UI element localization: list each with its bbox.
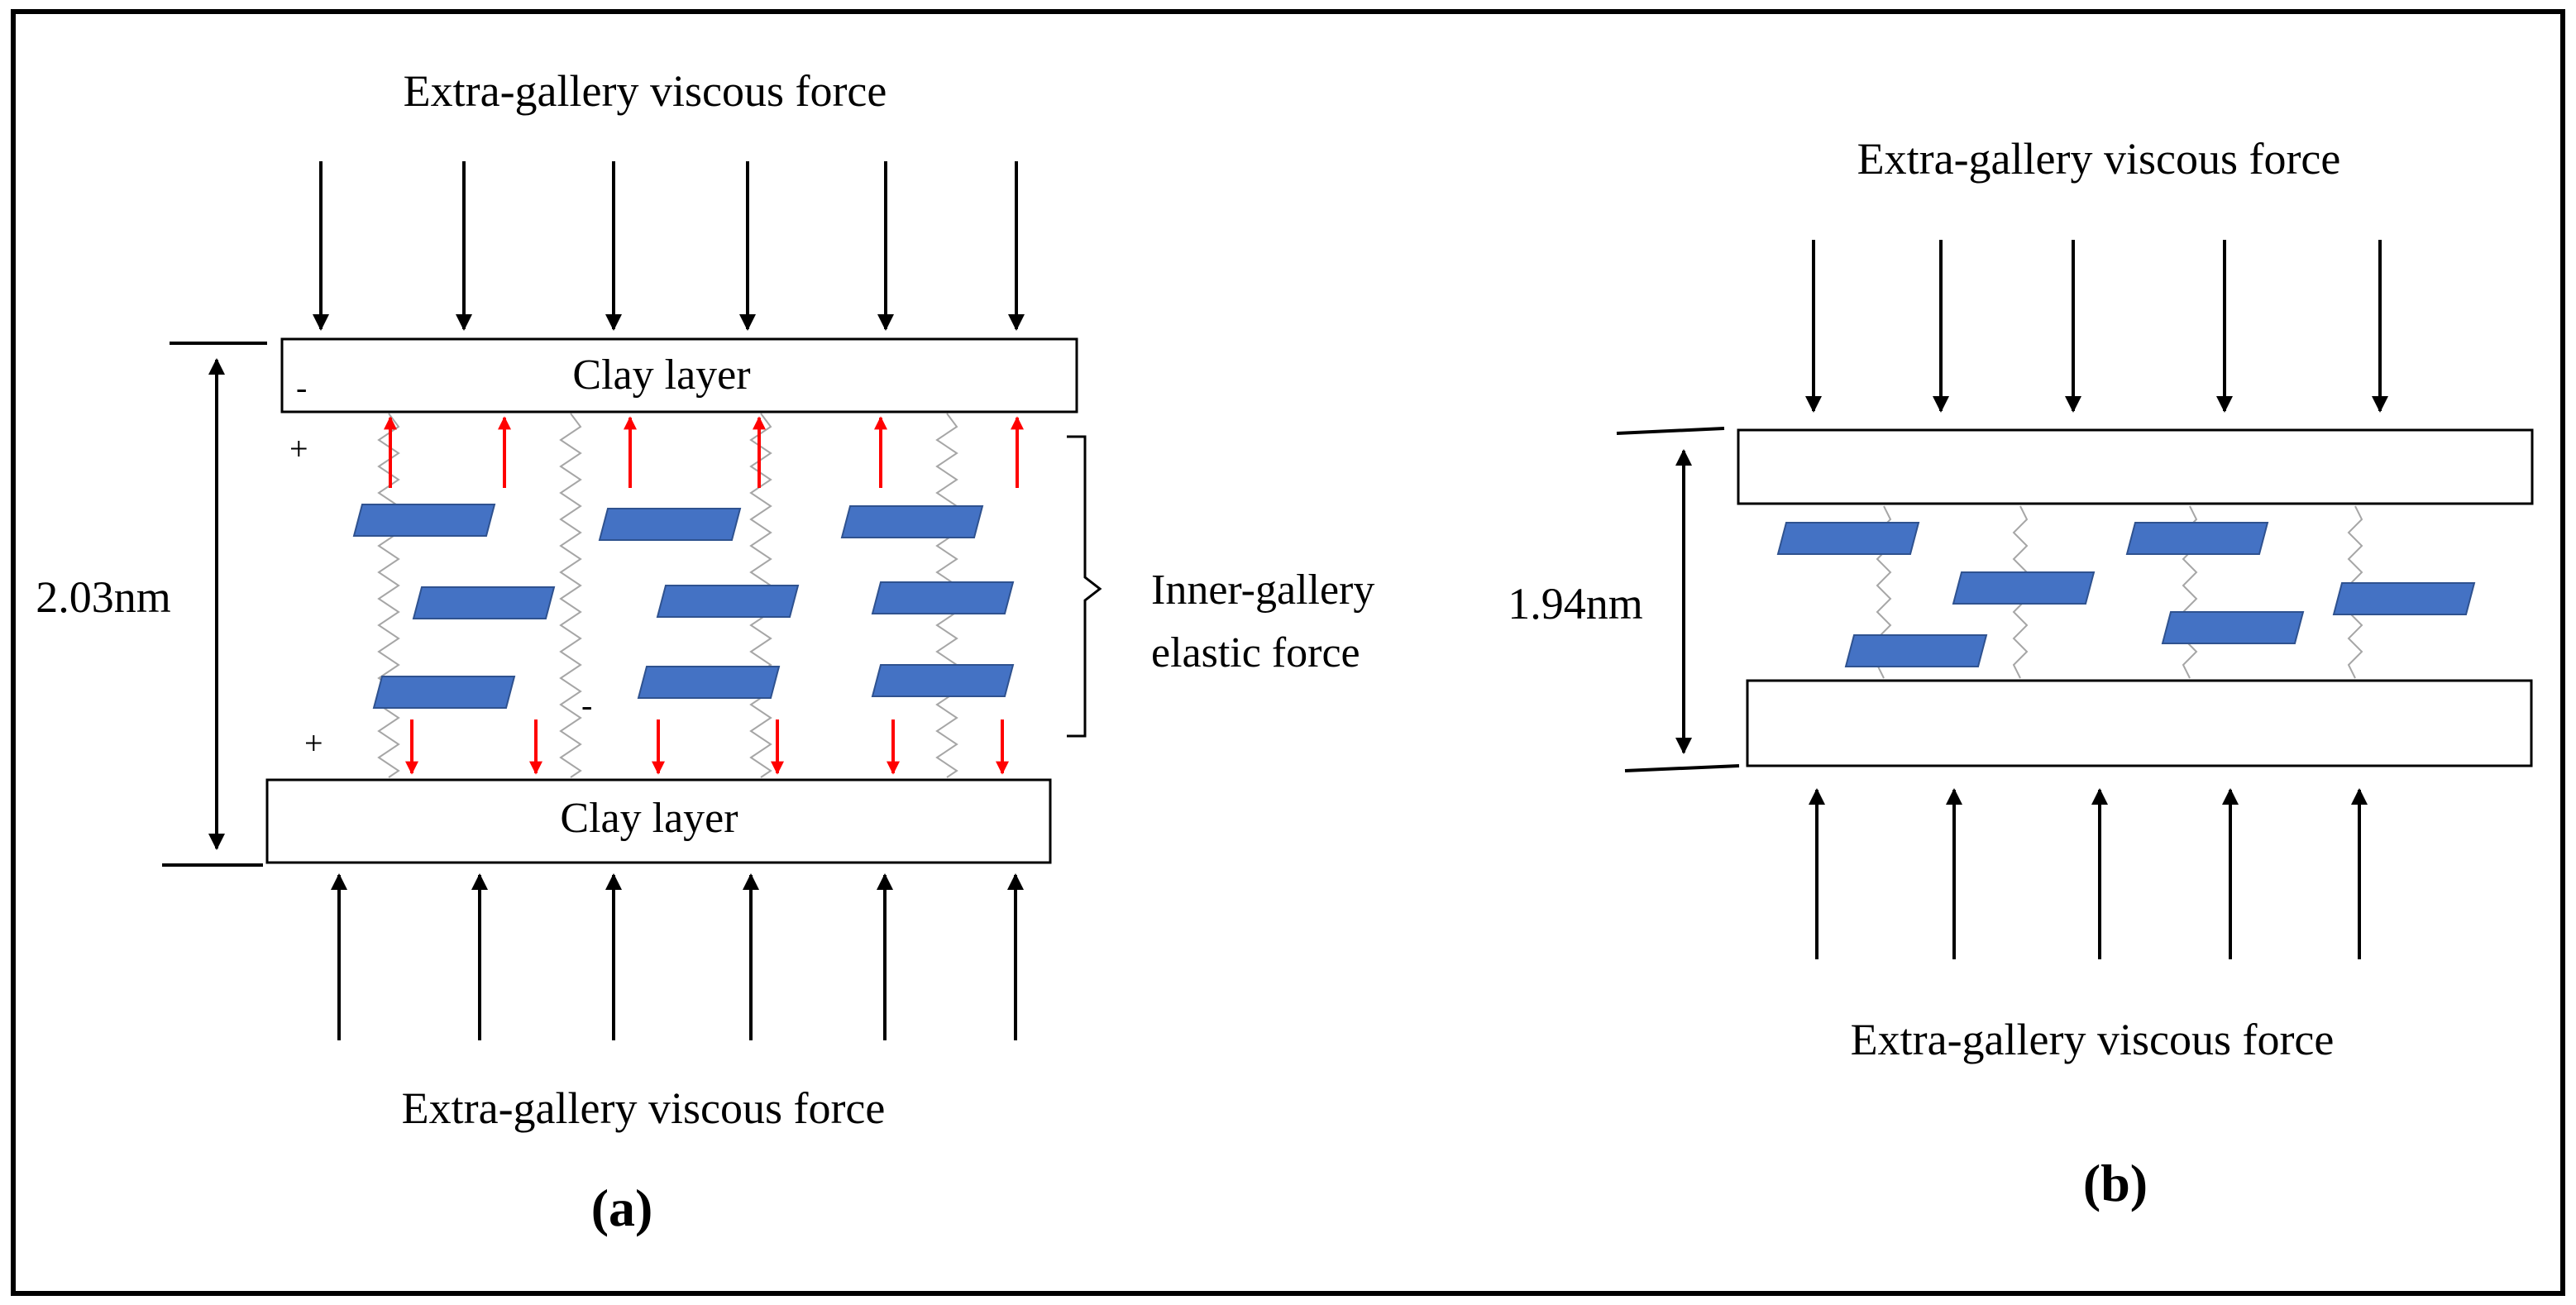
panel-a-top-arrows [313,161,1025,331]
panel-b-top-clay-layer [1737,428,2534,505]
clay-platelet [598,508,742,541]
panel-a-caption: (a) [591,1178,653,1237]
clay-platelet [637,666,781,699]
panel-b-bottom-clay-layer [1746,679,2533,767]
panel-a-charge-minus-top: - [296,369,307,406]
panel-a-inner-force-label-line2: elastic force [1151,629,1360,676]
clay-platelet [1844,634,1988,667]
figure-frame [11,9,2565,1296]
clay-platelet [871,664,1015,697]
clay-platelet [412,586,556,619]
panel-b-top-force-label: Extra-gallery viscous force [1857,134,2341,184]
panel-b-spacing-label: 1.94nm [1508,579,1643,629]
panel-a: Extra-gallery viscous force Clay layer C… [36,66,1374,1237]
panel-a-bottom-clay-layer [265,778,1052,864]
panel-a-top-clay-layer-label: Clay layer [572,351,750,399]
panel-a-charge-plus-bottom: + [304,724,323,762]
panel-b-platelets [1776,522,2476,667]
panel-a-charge-plus-top: + [289,430,308,467]
panel-b-caption: (b) [2083,1154,2148,1212]
panel-a-elastic-arrows [384,416,1024,775]
clay-platelet [352,504,496,537]
panel-a-inner-force-label-line1: Inner-gallery [1151,566,1374,614]
panel-a-spacing-label: 2.03nm [36,572,171,622]
panel-a-brace [1067,435,1102,738]
clay-platelet [2161,611,2305,644]
clay-platelet [871,581,1015,614]
clay-platelet [2332,582,2476,615]
clay-platelet [840,505,984,538]
clay-platelet [2125,522,2269,555]
panel-b-bottom-arrows [1809,788,2368,959]
clay-platelet [372,676,516,709]
panel-a-bottom-force-label: Extra-gallery viscous force [402,1083,886,1133]
panel-b-dimension-bottom-tick [1624,764,1740,772]
panel-b-bottom-force-label: Extra-gallery viscous force [1851,1015,2335,1064]
panel-b-top-arrows [1805,240,2388,413]
panel-a-top-force-label: Extra-gallery viscous force [404,66,887,116]
panel-a-top-clay-layer [280,337,1078,413]
panel-a-bottom-clay-layer-label: Clay layer [560,795,738,842]
clay-platelet [1776,522,1920,555]
panel-b-dimension-top-tick [1616,427,1725,435]
spring [559,413,582,778]
panel-a-platelets [352,504,1015,709]
panel-b: Extra-gallery viscous force Extra-galler… [1508,134,2534,1212]
panel-a-charge-minus-mid: - [581,686,592,724]
panel-a-bottom-arrows [331,873,1024,1040]
clay-platelet [656,585,800,618]
clay-platelet [1952,571,2096,605]
